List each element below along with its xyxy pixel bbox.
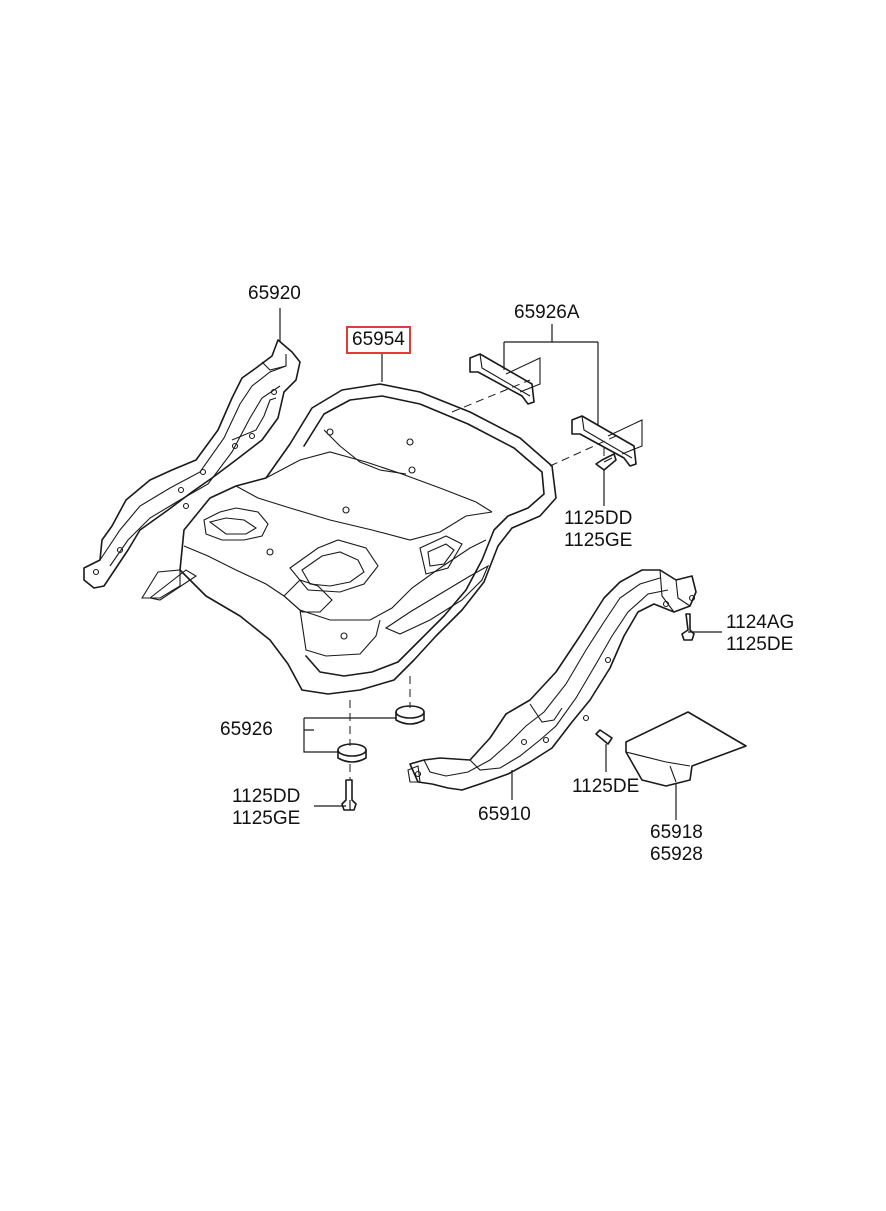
part-label-1124ag-1125de[interactable]: 1124AG 1125DE [726,612,794,656]
cover-65918-drawing[interactable] [625,711,747,787]
part-number-text: 65910 [478,804,531,825]
leader-lines [279,308,722,820]
part-number-text: 65918 [650,822,703,843]
part-number-text: 65920 [248,283,301,304]
part-number-text: 1125DE [726,634,794,655]
part-label-65926[interactable]: 65926 [220,719,273,741]
part-label-1125dd-1125ge-upper[interactable]: 1125DD 1125GE [564,508,632,552]
part-label-1125dd-1125ge-lower[interactable]: 1125DD 1125GE [232,786,300,830]
part-label-65918-65928[interactable]: 65918 65928 [650,822,703,866]
part-number-text: 1125GE [564,530,633,551]
part-label-1125de-lower[interactable]: 1125DE [572,776,639,798]
part-number-text: 65926A [514,302,580,323]
bolt-1125de-lower-drawing[interactable] [595,729,613,745]
part-number-text: 1125DD [232,786,301,807]
bolt-1124ag-drawing[interactable] [681,613,695,641]
part-label-65910[interactable]: 65910 [478,804,531,826]
part-number-text: 1125GE [232,808,301,829]
bolt-1125dd-lower-drawing[interactable] [341,779,357,811]
bolt-1125dd-upper-drawing[interactable] [595,453,617,471]
assembly-dash-lines [349,379,617,780]
side-member-65920-drawing[interactable] [83,339,301,601]
side-member-65910-drawing[interactable] [407,569,697,791]
part-number-text: 65954 [352,329,405,350]
mount-65926-drawing[interactable] [337,705,425,763]
part-number-text: 1124AG [726,612,795,633]
part-label-65920[interactable]: 65920 [248,283,301,305]
rear-floor-panel-65954-drawing[interactable] [141,383,557,695]
part-label-65926a[interactable]: 65926A [514,302,580,324]
part-number-text: 1125DD [564,508,633,529]
part-number-text: 65928 [650,844,703,865]
part-number-text: 1125DE [572,776,640,797]
part-number-text: 65926 [220,719,273,740]
bracket-65926a-drawing[interactable] [469,353,643,467]
part-label-65954-highlighted[interactable]: 65954 [346,326,411,354]
